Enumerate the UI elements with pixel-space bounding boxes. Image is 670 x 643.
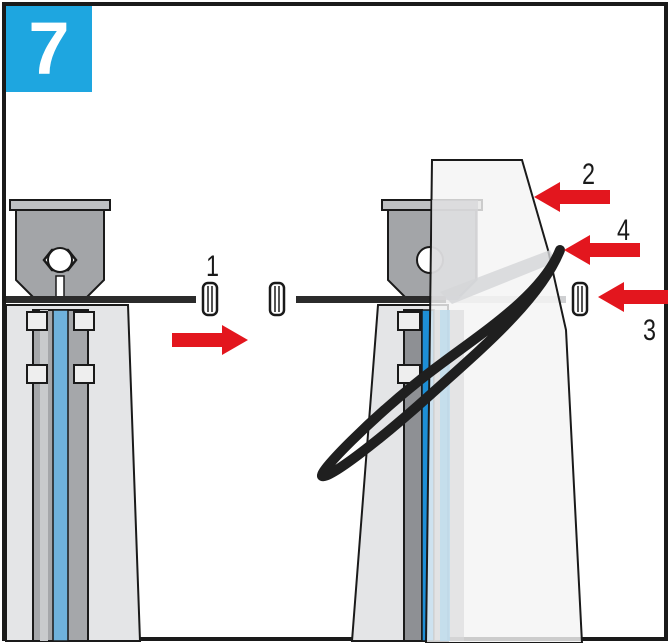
arrow-left-icon [534, 182, 610, 212]
left-clamp-1b [73, 311, 95, 331]
callout-4: 4 [617, 214, 631, 247]
faded-hose [440, 250, 556, 304]
right-rod [296, 296, 446, 303]
hose-loop [317, 245, 565, 482]
left-clamp-2a [26, 364, 48, 384]
left-funnel-rim [9, 199, 111, 211]
step-number-badge: 7 [6, 6, 92, 92]
faded-funnel [432, 200, 478, 300]
callout-1: 1 [206, 250, 220, 283]
arrow-left-icon [598, 282, 668, 312]
left-blue-pipe [52, 309, 69, 642]
end-cap-left-center [268, 281, 286, 317]
left-clamp-2b [73, 364, 95, 384]
end-cap-1 [201, 281, 219, 317]
left-clamp-1a [26, 311, 48, 331]
left-assembly [5, 199, 248, 642]
arrow-right-icon [172, 325, 248, 355]
faded-blue [440, 310, 450, 641]
right-assembly [268, 159, 668, 643]
left-valve-stem [55, 275, 65, 299]
left-pipe-highlight [40, 310, 48, 641]
left-rod [6, 296, 196, 303]
callout-3: 3 [643, 314, 657, 347]
callout-2: 2 [582, 158, 596, 191]
right-clamp-1 [397, 311, 421, 331]
end-cap-3 [571, 281, 589, 317]
left-nut-center [47, 247, 73, 273]
arrow-left-icon [564, 235, 640, 265]
right-grey-pipe [403, 309, 423, 642]
